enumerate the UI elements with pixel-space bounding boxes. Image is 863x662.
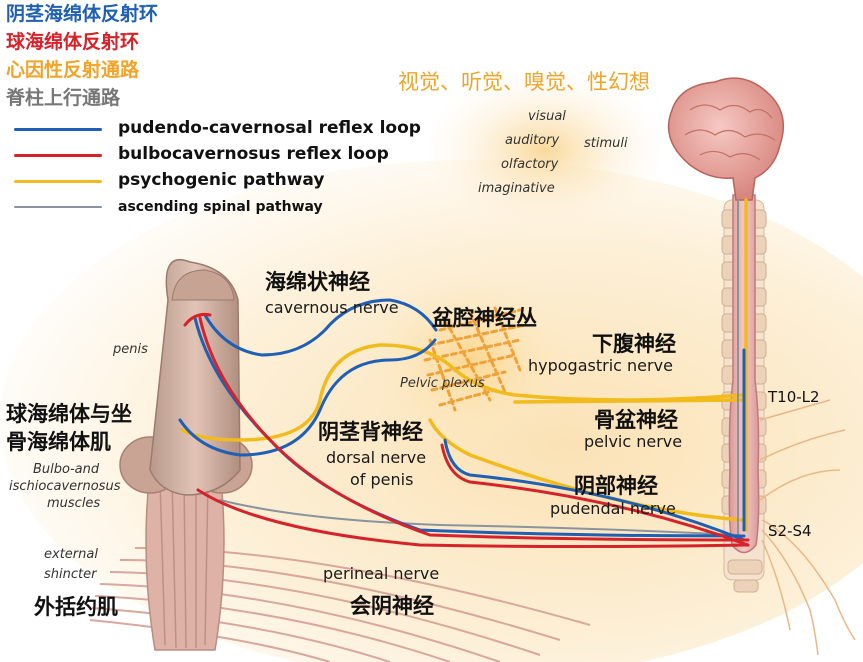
pelvic-nerve-zh: 骨盆神经 <box>594 408 678 432</box>
hypogastric-nerve-en: hypogastric nerve <box>528 356 673 375</box>
pudendal-nerve-en: pudendal nerve <box>550 499 676 518</box>
dorsal-nerve-en-2: of penis <box>350 470 414 489</box>
legend-swatch-bulbo <box>14 154 102 157</box>
legend-en-ascending: ascending spinal pathway <box>118 199 323 215</box>
brain-illustration <box>667 77 785 201</box>
ascending-spinal-pathway <box>219 199 739 541</box>
stimuli-visual: visual <box>528 109 566 124</box>
dorsal-nerve-en-1: dorsal nerve <box>326 448 427 467</box>
muscles-en-2: ischiocavernosus <box>9 479 121 494</box>
pelvic-plexus-zh: 盆腔神经丛 <box>432 306 537 330</box>
hypogastric-nerve-zh: 下腹神经 <box>592 332 676 356</box>
psychogenic-pathway <box>180 198 748 532</box>
bulbocavernosus-loop <box>183 313 750 548</box>
pudendal-nerve-zh: 阴部神经 <box>574 474 658 498</box>
cavernous-nerve-en: cavernous nerve <box>265 298 399 317</box>
penis-illustration <box>149 258 241 496</box>
stimuli-auditory: auditory <box>505 133 560 148</box>
sphincter-zh: 外括约肌 <box>34 595 118 619</box>
pelvic-nerve-en: pelvic nerve <box>584 432 683 451</box>
t10-l2-label: T10-L2 <box>768 388 820 406</box>
legend-swatch-pudendo <box>14 128 102 131</box>
pelvic-plexus-glow <box>360 270 580 450</box>
muscles-zh-2: 骨海绵体肌 <box>6 430 111 454</box>
legend-en-bulbo: bulbocavernosus reflex loop <box>118 144 389 164</box>
legend-en-pudendo: pudendo-cavernosal reflex loop <box>118 118 421 138</box>
legend-zh-bulbo: 球海绵体反射环 <box>6 31 140 53</box>
legend-en-psycho: psychogenic pathway <box>118 170 325 190</box>
perineal-nerve-en: perineal nerve <box>323 564 440 583</box>
muscles-zh-1: 球海绵体与坐 <box>6 402 132 426</box>
stimuli-label: stimuli <box>584 136 628 151</box>
legend-zh-psycho: 心因性反射通路 <box>6 59 140 81</box>
pelvic-plexus-en: Pelvic plexus <box>400 376 485 391</box>
sphincter-en-2: shincter <box>44 567 97 582</box>
stimuli-imaginative: imaginative <box>478 181 555 196</box>
muscles-en-3: muscles <box>47 496 101 511</box>
legend-swatch-ascending <box>14 206 102 208</box>
perineal-nerve-zh: 会阴神经 <box>350 594 434 618</box>
legend-zh-pudendo: 阴茎海绵体反射环 <box>6 3 159 25</box>
stimuli-olfactory: olfactory <box>501 157 559 172</box>
legend-swatch-psycho <box>14 180 102 183</box>
dorsal-nerve-zh: 阴茎背神经 <box>318 420 423 444</box>
sphincter-en-1: external <box>44 547 98 562</box>
cavernous-nerve-zh: 海绵状神经 <box>265 270 370 294</box>
stimuli-glow <box>425 70 665 230</box>
stimuli-zh: 视觉、听觉、嗅觉、性幻想 <box>398 70 650 94</box>
s2-s4-label: S2-S4 <box>768 522 812 540</box>
muscles-en-1: Bulbo-and <box>33 462 100 477</box>
penis-label: penis <box>113 342 148 357</box>
sacral-nerves <box>759 399 856 656</box>
legend-zh-ascending: 脊柱上行通路 <box>6 87 121 109</box>
